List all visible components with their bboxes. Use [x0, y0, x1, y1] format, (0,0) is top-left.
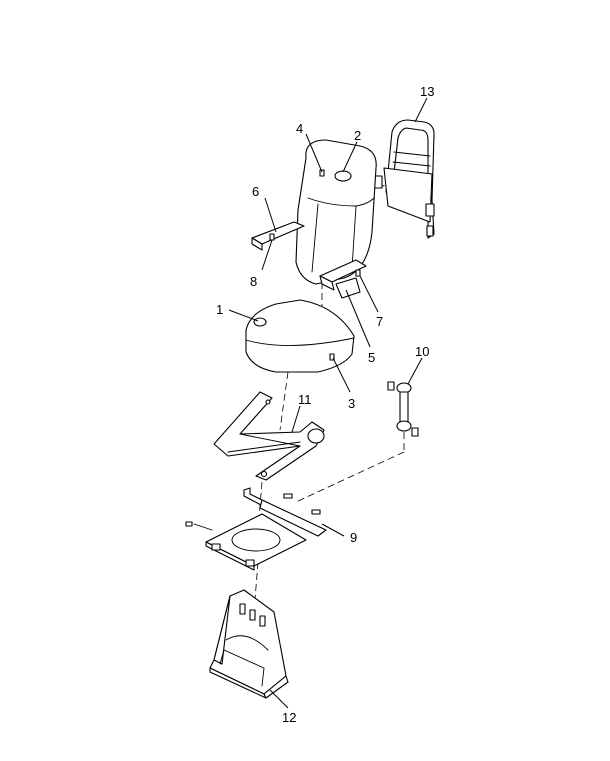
callout-4: 4 — [296, 121, 303, 136]
swivel-base-plate — [185, 513, 307, 571]
seat-pedestal-part-12 — [209, 589, 289, 699]
shock-absorber-part-10 — [387, 381, 419, 437]
callout-3: 3 — [348, 396, 355, 411]
mounting-bracket-part-9 — [243, 487, 327, 537]
seat-slide-frame-part-11 — [213, 391, 325, 481]
leader-lines — [228, 97, 428, 709]
callout-8: 8 — [250, 274, 257, 289]
callout-11: 11 — [298, 392, 312, 407]
seat-cushion-part-1 — [245, 299, 355, 373]
callout-12: 12 — [282, 710, 296, 725]
callout-7: 7 — [376, 314, 383, 329]
armrest-right-part-7 — [319, 259, 367, 299]
callout-1: 1 — [216, 302, 223, 317]
callout-labels: 1 2 3 4 5 6 7 8 9 10 11 12 13 — [216, 84, 434, 725]
callout-13: 13 — [420, 84, 434, 99]
callout-6: 6 — [252, 184, 259, 199]
seat-back-part-4 — [295, 139, 377, 285]
callout-10: 10 — [415, 344, 429, 359]
callout-5: 5 — [368, 350, 375, 365]
callout-2: 2 — [354, 128, 361, 143]
grab-handle-part-13 — [373, 119, 435, 239]
callout-9: 9 — [350, 530, 357, 545]
